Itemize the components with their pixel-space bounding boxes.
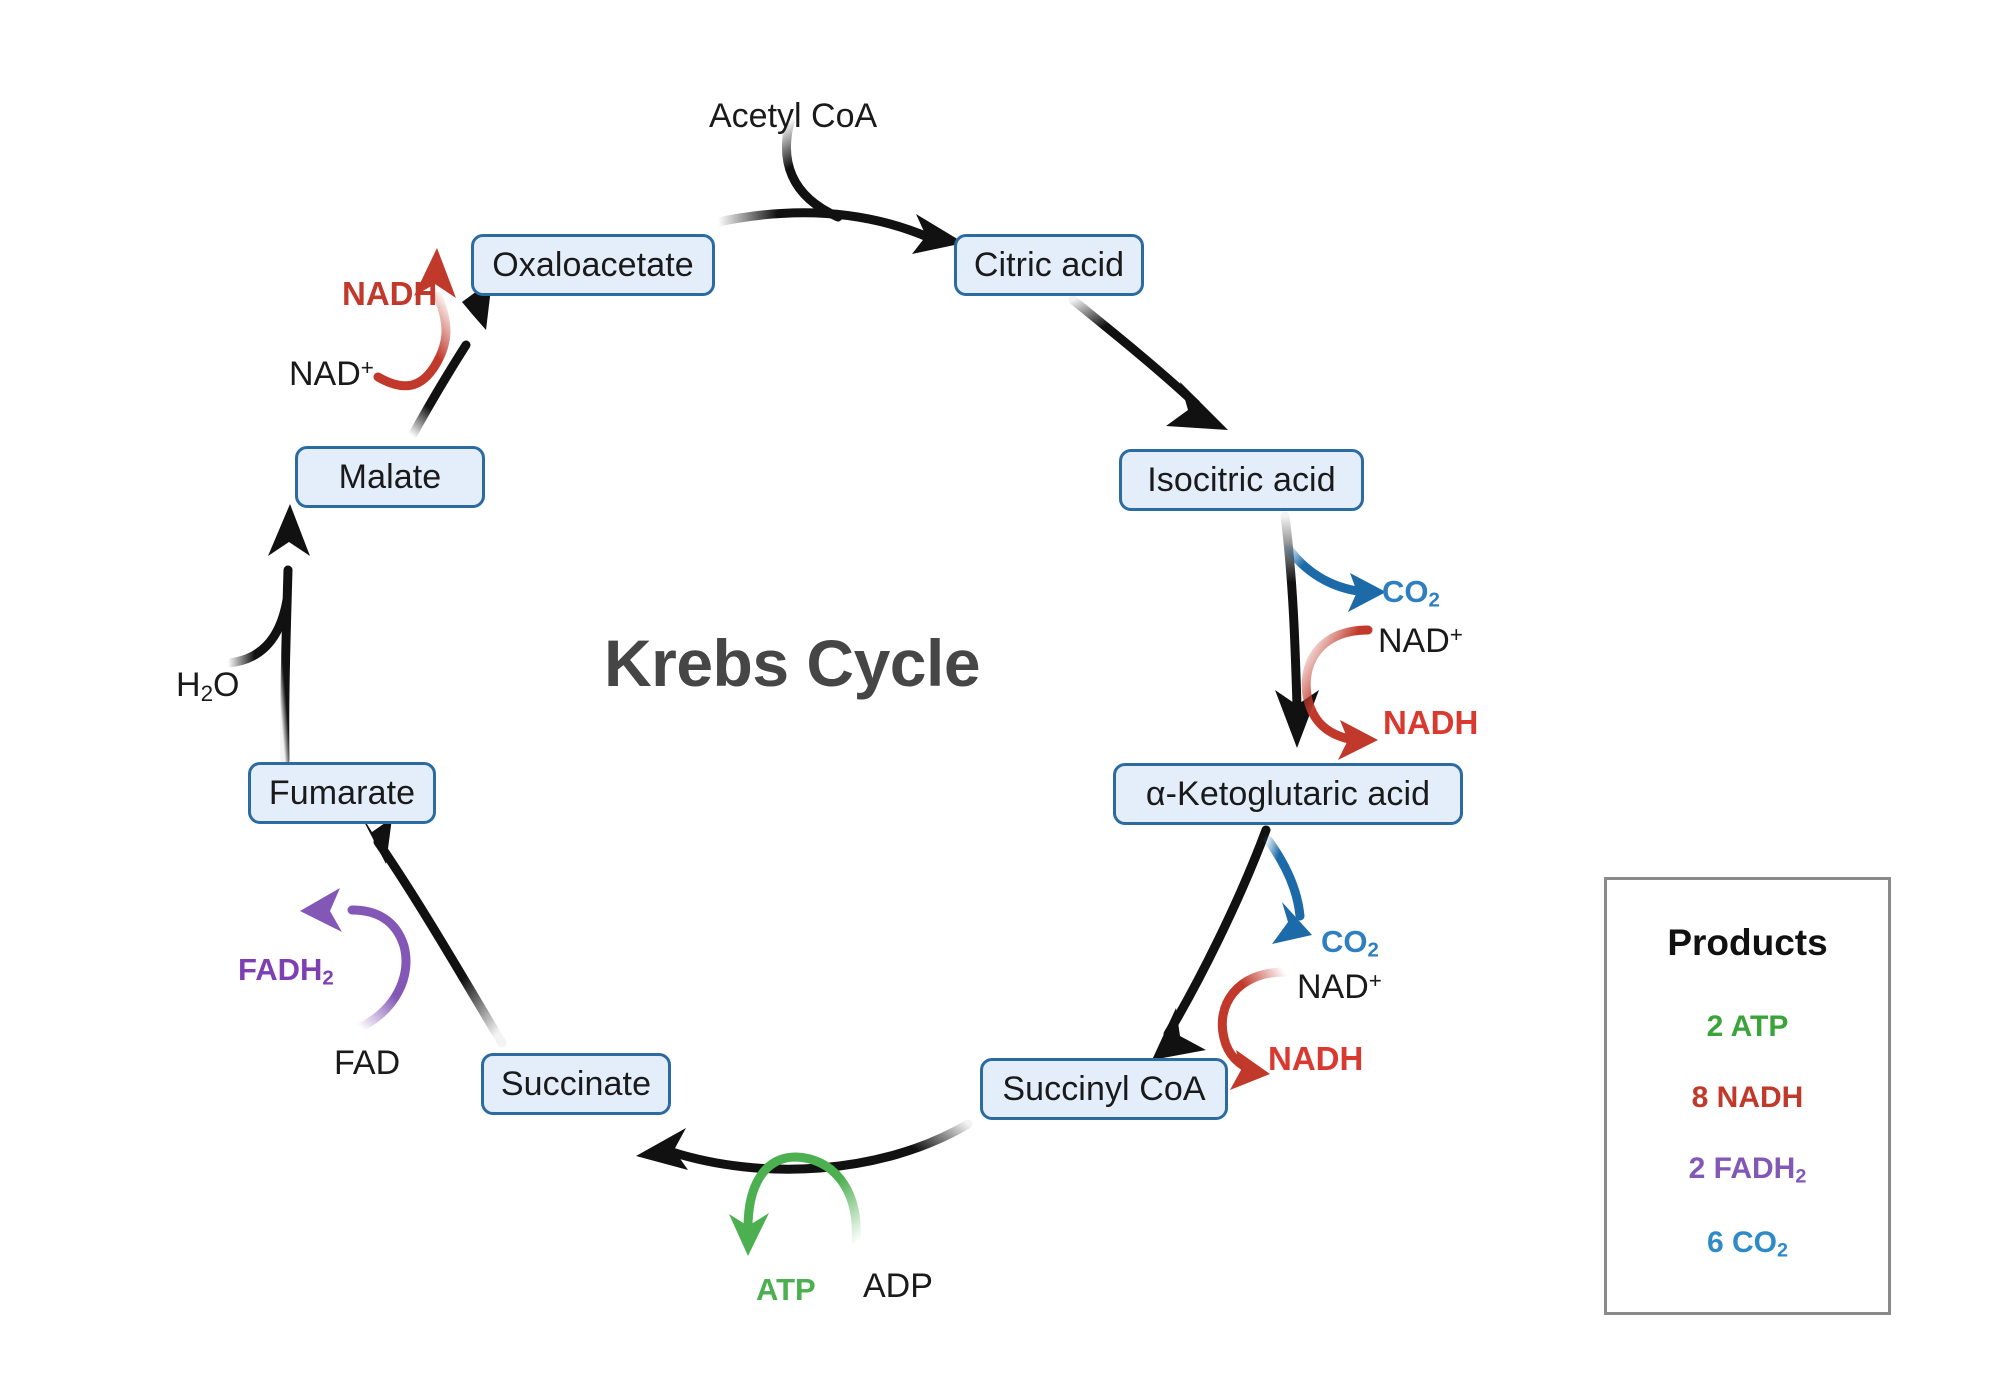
label-nadh-malate-step: NADH [342, 277, 437, 310]
label-nad-plus-ketoglutaric-step: NAD+ [1297, 968, 1382, 1007]
node-label: Succinate [500, 1064, 652, 1103]
arrow-co2-ketoglutaric [1263, 835, 1312, 944]
label-text: Acetyl CoA [709, 97, 878, 135]
arrow-citric-to-isocitric [1068, 295, 1228, 430]
label-text: NADH [1268, 1040, 1364, 1077]
subscript-2: 2 [1777, 1239, 1789, 1262]
label-text: NAD [1297, 968, 1369, 1007]
arrow-adp-to-atp [729, 1152, 861, 1256]
product-item-co2: 6 CO2 [1707, 1228, 1788, 1261]
arrow-co2-isocitric [1284, 544, 1386, 612]
products-legend: Products 2 ATP 8 NADH 2 FADH2 6 CO2 [1604, 877, 1891, 1315]
node-label: Citric acid [973, 245, 1125, 284]
product-label: 6 CO [1706, 1226, 1777, 1260]
label-text: CO [1321, 924, 1368, 959]
node-oxaloacetate[interactable]: Oxaloacetate [471, 234, 715, 296]
label-text-suffix: O [213, 666, 240, 704]
product-item-fadh2: 2 FADH2 [1689, 1154, 1807, 1187]
label-text: NAD [1378, 622, 1450, 661]
label-nadh-ketoglutaric-step: NADH [1268, 1042, 1363, 1075]
product-item-atp: 2 ATP [1707, 1012, 1789, 1042]
label-fad: FAD [334, 1046, 400, 1080]
label-text: NADH [1383, 704, 1479, 741]
product-label: 2 FADH [1688, 1152, 1796, 1185]
subscript-2: 2 [322, 966, 334, 990]
product-item-nadh: 8 NADH [1692, 1083, 1804, 1113]
label-text: H [176, 666, 201, 704]
label-text: FADH [238, 952, 323, 987]
label-text: CO [1382, 574, 1429, 609]
subscript-2: 2 [1367, 938, 1379, 962]
node-label: α-Ketoglutaric acid [1145, 774, 1431, 813]
label-nad-plus-isocitric-step: NAD+ [1378, 622, 1463, 661]
arrow-ketoglutaric-to-succinyl [1152, 825, 1271, 1060]
arrow-succinate-to-fumarate [358, 810, 507, 1048]
arrow-succinyl-to-succinate [636, 1119, 973, 1174]
label-co2-isocitric-step: CO2 [1382, 576, 1440, 611]
arrow-fumarate-to-malate [268, 504, 310, 765]
label-adp: ADP [863, 1269, 933, 1303]
node-label: Malate [338, 457, 442, 496]
label-text: FAD [334, 1044, 401, 1082]
superscript-plus: + [1449, 622, 1463, 647]
superscript-plus: + [1368, 968, 1382, 993]
subscript-2: 2 [200, 680, 214, 706]
label-acetyl-coa: Acetyl CoA [709, 99, 877, 133]
node-succinyl-coa[interactable]: Succinyl CoA [980, 1058, 1228, 1120]
arrow-acetyl-coa-input [782, 117, 843, 222]
arrow-nad-to-nadh-isocitric [1301, 625, 1378, 760]
product-label: 2 ATP [1706, 1010, 1789, 1043]
arrow-nad-to-nadh-ketoglutaric [1217, 967, 1290, 1090]
label-co2-ketoglutaric-step: CO2 [1321, 926, 1379, 961]
node-malate[interactable]: Malate [295, 446, 485, 508]
node-citric-acid[interactable]: Citric acid [954, 234, 1144, 296]
subscript-2: 2 [1428, 588, 1440, 612]
node-label: Succinyl CoA [1002, 1069, 1206, 1108]
node-succinate[interactable]: Succinate [481, 1053, 671, 1115]
label-nadh-isocitric-step: NADH [1383, 706, 1478, 739]
arrow-h2o-input [223, 595, 292, 668]
label-text: NADH [342, 275, 438, 312]
subscript-2: 2 [1795, 1165, 1807, 1188]
arrow-nad-to-nadh-malate [373, 248, 456, 391]
label-text: NAD [289, 355, 361, 394]
superscript-plus: + [360, 355, 374, 380]
label-water: H2O [176, 668, 240, 705]
node-fumarate[interactable]: Fumarate [248, 762, 436, 824]
node-isocitric-acid[interactable]: Isocitric acid [1119, 449, 1364, 511]
node-alpha-ketoglutaric-acid[interactable]: α-Ketoglutaric acid [1113, 763, 1463, 825]
node-label: Oxaloacetate [492, 245, 694, 284]
product-label: 8 NADH [1691, 1081, 1804, 1114]
node-label: Isocitric acid [1147, 460, 1336, 499]
label-atp: ATP [756, 1274, 816, 1305]
label-text: ADP [863, 1267, 933, 1305]
label-fadh2: FADH2 [238, 954, 334, 989]
node-label: Fumarate [268, 773, 416, 812]
label-text: ATP [756, 1272, 816, 1307]
arrow-fad-to-fadh2 [300, 888, 411, 1035]
label-nad-plus-malate-step: NAD+ [289, 355, 374, 394]
diagram-title: Krebs Cycle [604, 626, 981, 700]
products-legend-title: Products [1667, 922, 1828, 963]
